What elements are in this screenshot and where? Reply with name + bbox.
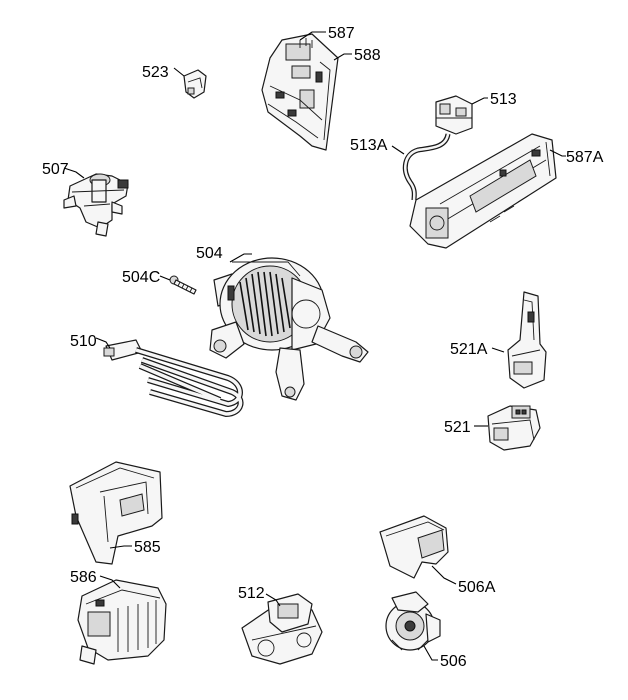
part-504-motor — [209, 257, 369, 401]
part-521A-door-lock-bracket — [507, 291, 547, 389]
callout-506: 506 — [440, 653, 467, 670]
callout-513A: 513A — [350, 137, 388, 154]
callout-504C: 504C — [122, 269, 160, 286]
callout-587A: 587A — [566, 149, 604, 166]
callout-585: 585 — [134, 539, 161, 556]
part-504C-screw — [169, 275, 197, 295]
part-512-base-sensor — [241, 593, 323, 665]
part-587-588-control-board — [261, 33, 339, 151]
callout-521A: 521A — [450, 341, 488, 358]
part-521-door-lock — [487, 405, 541, 451]
motor-winding-hatch — [239, 271, 291, 337]
part-523-connector — [183, 69, 207, 99]
callout-588: 588 — [354, 47, 381, 64]
callout-510: 510 — [70, 333, 97, 350]
part-513-sensor — [435, 95, 473, 135]
part-506A-pump-cover — [379, 515, 449, 579]
callout-587: 587 — [328, 25, 355, 42]
callout-523: 523 — [142, 64, 169, 81]
part-510-heating-element — [103, 339, 244, 418]
part-506-drain-pump — [385, 591, 441, 651]
callout-521: 521 — [444, 419, 471, 436]
part-587A-display-module — [409, 133, 557, 249]
part-507-inlet-valve — [63, 173, 129, 237]
callout-513: 513 — [490, 91, 517, 108]
callout-512: 512 — [238, 585, 265, 602]
part-585-cover — [69, 461, 163, 565]
callout-506A: 506A — [458, 579, 496, 596]
callout-507: 507 — [42, 161, 69, 178]
callout-504: 504 — [196, 245, 223, 262]
part-586-filter-block — [77, 579, 167, 665]
part-513A-cable — [402, 133, 451, 201]
callout-586: 586 — [70, 569, 97, 586]
